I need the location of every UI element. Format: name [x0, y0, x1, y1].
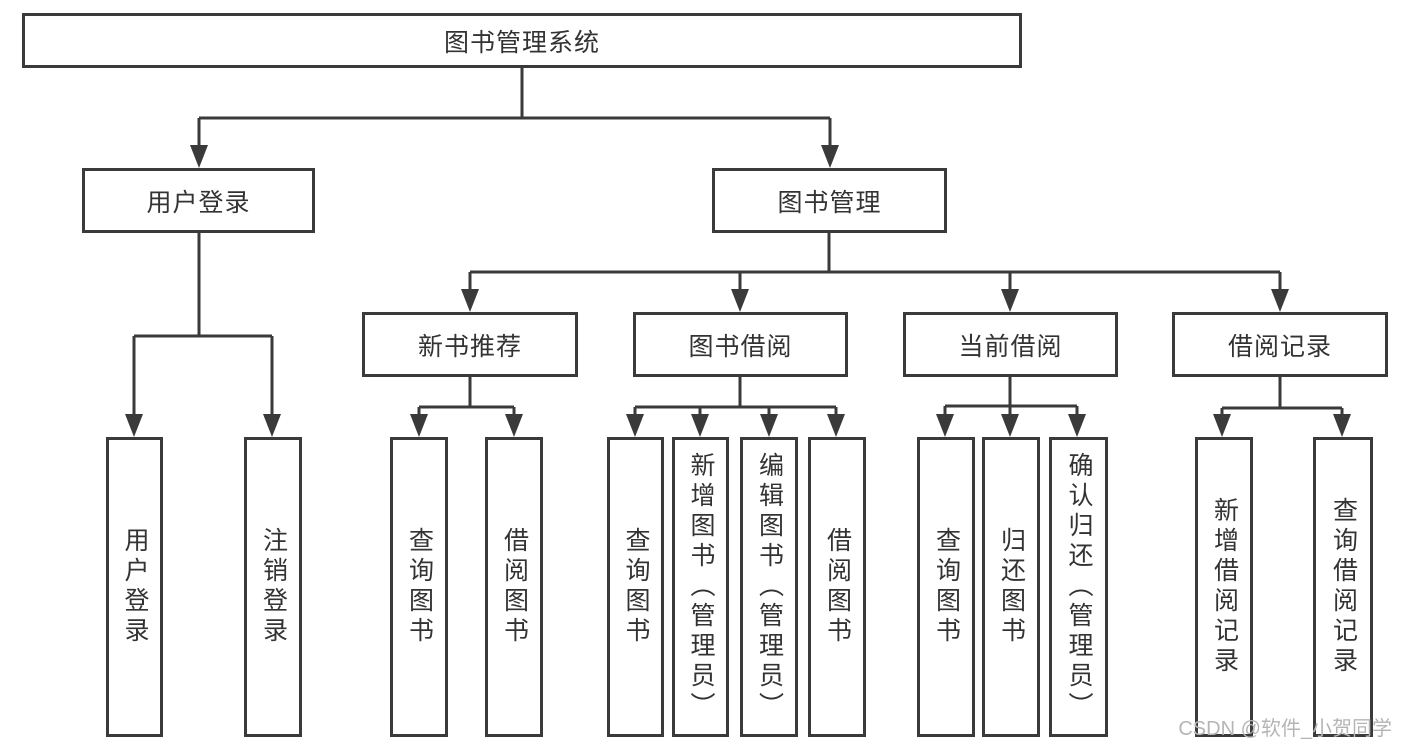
leaf-label: 查询图书: [622, 527, 650, 647]
leaf-logout: 注销登录: [244, 437, 302, 737]
node-label: 新书推荐: [417, 332, 522, 361]
leaf-search-books-recommend: 查询图书: [390, 437, 448, 737]
node-current-borrowing: 当前借阅: [903, 312, 1118, 377]
leaf-search-borrow-record: 查询借阅记录: [1313, 437, 1373, 737]
leaf-user-login: 用户登录: [106, 437, 163, 737]
leaf-add-books-admin: 新增图书（管理员）: [672, 437, 729, 737]
leaf-label: 用户登录: [121, 527, 149, 647]
node-borrowing-records: 借阅记录: [1172, 312, 1388, 377]
leaf-label: 查询图书: [405, 527, 434, 647]
leaf-label: 新增借阅记录: [1210, 497, 1239, 677]
node-book-management: 图书管理: [712, 168, 947, 233]
leaf-label: 编辑图书（管理员）: [755, 452, 784, 722]
leaf-label: 新增图书（管理员）: [687, 452, 715, 722]
node-label: 用户登录: [146, 188, 251, 217]
node-label: 图书借阅: [688, 332, 793, 361]
leaf-search-books-current: 查询图书: [917, 437, 975, 737]
leaf-add-borrow-record: 新增借阅记录: [1195, 437, 1253, 737]
leaf-edit-books-admin: 编辑图书（管理员）: [740, 437, 798, 737]
leaf-confirm-return-admin: 确认归还（管理员）: [1049, 437, 1108, 737]
leaf-label: 确认归还（管理员）: [1065, 452, 1093, 722]
leaf-label: 注销登录: [259, 527, 288, 647]
node-label: 图书管理系统: [443, 28, 600, 57]
leaf-return-books: 归还图书: [982, 437, 1040, 737]
node-new-book-recommendation: 新书推荐: [362, 312, 578, 377]
leaf-label: 查询借阅记录: [1329, 497, 1358, 677]
leaf-label: 归还图书: [997, 527, 1026, 647]
leaf-search-books-borrow: 查询图书: [607, 437, 664, 737]
leaf-label: 借阅图书: [823, 527, 852, 647]
node-user-login: 用户登录: [82, 168, 315, 233]
leaf-label: 借阅图书: [500, 527, 529, 647]
node-label: 图书管理: [777, 188, 882, 217]
node-label: 借阅记录: [1227, 332, 1332, 361]
node-label: 当前借阅: [958, 332, 1063, 361]
leaf-label: 查询图书: [932, 527, 961, 647]
node-book-borrowing: 图书借阅: [633, 312, 848, 377]
node-library-management-system: 图书管理系统: [22, 13, 1022, 68]
csdn-watermark: CSDN @软件_小贺同学: [1178, 718, 1392, 740]
leaf-borrow-books: 借阅图书: [808, 437, 866, 737]
leaf-borrow-books-recommend: 借阅图书: [485, 437, 543, 737]
